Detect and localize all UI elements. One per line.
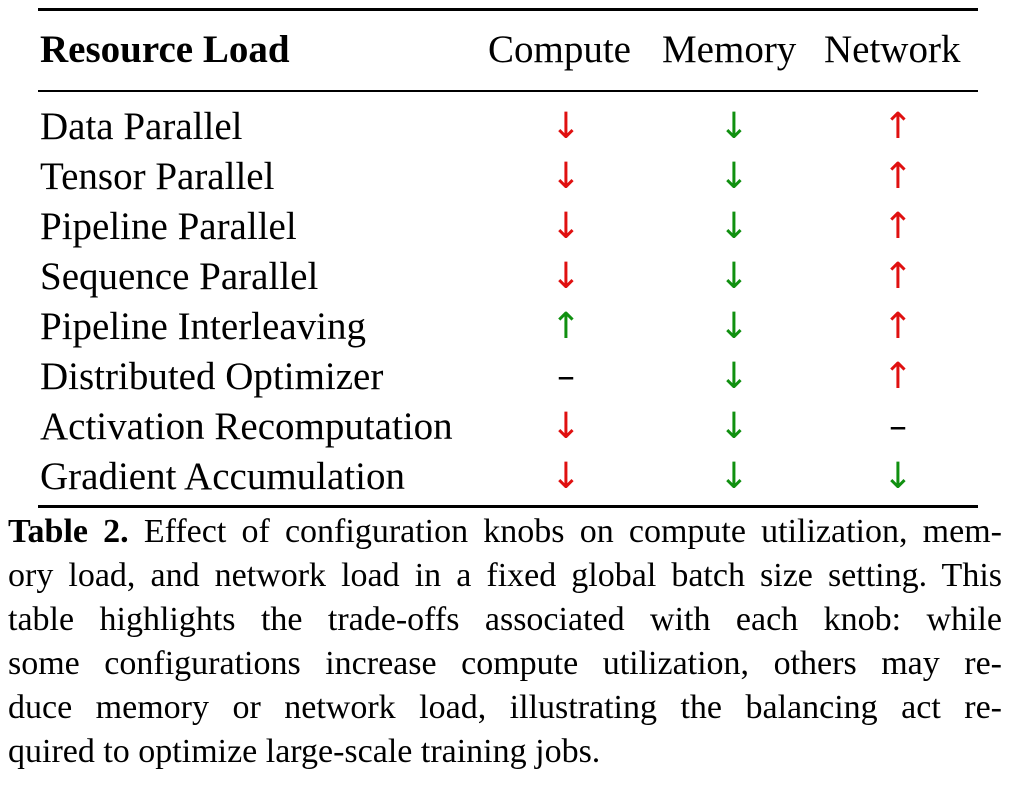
network-up-arrow-icon: ↑ — [882, 106, 914, 147]
row-label: Distributed Optimizer — [40, 355, 384, 398]
compute-down-arrow-icon: ↓ — [550, 256, 582, 297]
caption-line: duce memory or network load, illustratin… — [8, 689, 1002, 726]
caption-line: quired to optimize large-scale training … — [8, 733, 601, 770]
table-header-row: Resource Load Compute Memory Network — [38, 22, 978, 78]
memory-down-arrow-icon: ↓ — [718, 406, 750, 447]
caption-text: Effect of configuration knobs on compute… — [128, 513, 1002, 550]
caption-label: Table 2. — [8, 513, 129, 550]
table-body: Data Parallel↓↓↑Tensor Parallel↓↓↑Pipeli… — [38, 102, 978, 502]
network-up-arrow-icon: ↑ — [882, 356, 914, 397]
memory-down-arrow-icon: ↓ — [718, 356, 750, 397]
compute-down-arrow-icon: ↓ — [550, 106, 582, 147]
compute-up-arrow-icon: ↑ — [550, 306, 582, 347]
compute-down-arrow-icon: ↓ — [550, 406, 582, 447]
header-network: Network — [824, 28, 961, 71]
table-row: Pipeline Parallel ↓ ↓ ↑ — [38, 202, 978, 252]
caption-line: Table 2. Effect of configuration knobs o… — [8, 510, 1002, 554]
caption-line: table highlights the trade-offs associat… — [8, 601, 1002, 638]
compute-neutral-dash-icon: – — [557, 356, 575, 397]
network-up-arrow-icon: ↑ — [882, 156, 914, 197]
compute-down-arrow-icon: ↓ — [550, 456, 582, 497]
row-label: Pipeline Interleaving — [40, 305, 366, 348]
table-row: Sequence Parallel ↓ ↓ ↑ — [38, 252, 978, 302]
row-label: Pipeline Parallel — [40, 205, 297, 248]
row-label: Tensor Parallel — [40, 155, 275, 198]
row-label: Activation Recomputation — [40, 405, 453, 448]
compute-down-arrow-icon: ↓ — [550, 156, 582, 197]
memory-down-arrow-icon: ↓ — [718, 256, 750, 297]
caption-line: some configurations increase compute uti… — [8, 645, 1002, 682]
network-up-arrow-icon: ↑ — [882, 206, 914, 247]
row-label: Gradient Accumulation — [40, 455, 405, 498]
compute-down-arrow-icon: ↓ — [550, 206, 582, 247]
header-compute: Compute — [488, 28, 631, 71]
memory-down-arrow-icon: ↓ — [718, 106, 750, 147]
network-down-arrow-icon: ↓ — [882, 456, 914, 497]
table-row: Gradient Accumulation ↓ ↓ ↓ — [38, 452, 978, 502]
table-bottom-rule — [38, 505, 978, 508]
table-row: Tensor Parallel ↓ ↓ ↑ — [38, 152, 978, 202]
memory-down-arrow-icon: ↓ — [718, 306, 750, 347]
memory-down-arrow-icon: ↓ — [718, 156, 750, 197]
table-top-rule — [38, 8, 978, 11]
memory-down-arrow-icon: ↓ — [718, 456, 750, 497]
network-up-arrow-icon: ↑ — [882, 306, 914, 347]
table-row: Pipeline Interleaving ↑ ↓ ↑ — [38, 302, 978, 352]
table-row: Data Parallel ↓ ↓ ↑ — [38, 102, 978, 152]
memory-down-arrow-icon: ↓ — [718, 206, 750, 247]
header-resource-load: Resource Load — [40, 28, 290, 71]
table-row: Distributed Optimizer – ↓ ↑ — [38, 352, 978, 402]
caption-line: ory load, and network load in a fixed gl… — [8, 557, 1002, 594]
table-caption: Table 2. Effect of configuration knobs o… — [8, 510, 1002, 774]
row-label: Data Parallel — [40, 105, 243, 148]
header-memory: Memory — [662, 28, 797, 71]
table-row: Activation Recomputation ↓ ↓ – — [38, 402, 978, 452]
table-header-rule — [38, 90, 978, 92]
row-label: Sequence Parallel — [40, 255, 319, 298]
network-neutral-dash-icon: – — [889, 406, 907, 447]
network-up-arrow-icon: ↑ — [882, 256, 914, 297]
